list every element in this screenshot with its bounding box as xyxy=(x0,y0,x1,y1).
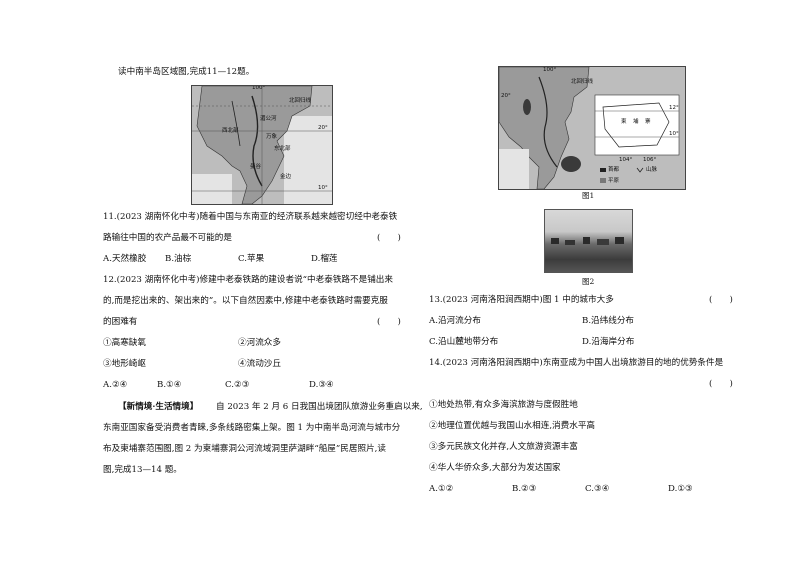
q12-option-d[interactable]: D.③④ xyxy=(309,380,334,390)
q12-item-3: ③地形崎岖 xyxy=(103,359,146,369)
context-line4: 图,完成13—14 题。 xyxy=(103,465,182,475)
q13-line1: 13.(2023 河南洛阳涧西期中)图 1 中的城市大多 xyxy=(429,295,614,305)
q11-option-d[interactable]: D.榴莲 xyxy=(311,254,338,264)
q11-option-a[interactable]: A.天然橡胶 xyxy=(103,254,147,264)
intro-11-12: 读中南半岛区域图,完成11—12题。 xyxy=(118,67,255,77)
q14-paren: ( ) xyxy=(709,379,733,389)
map2-cambodia-2: 埔 xyxy=(633,119,639,125)
q14-option-d[interactable]: D.①③ xyxy=(668,484,693,494)
q13-paren: ( ) xyxy=(709,295,733,305)
q14-option-b[interactable]: B.②③ xyxy=(512,484,537,494)
map2-lat-20: 20° xyxy=(501,93,511,99)
map1-bangkok: 曼谷 xyxy=(250,164,262,170)
map2-lat-12: 12° xyxy=(669,105,679,111)
map1-northwest: 西北部 xyxy=(222,128,239,134)
figure2-photo xyxy=(544,209,633,273)
context-line1: 自 2023 年 2 月 6 日我国出境团队旅游业务重启以来, xyxy=(216,402,423,412)
map2-lon-100: 100° xyxy=(543,67,557,73)
q11-line1: 11.(2023 湖南怀化中考)随着中国与东南亚的经济联系越来越密切经中老泰铁 xyxy=(103,212,398,222)
q14-item-4: ④华人华侨众多,大部分为发达国家 xyxy=(429,463,561,473)
q12-item-1: ①高寒缺氧 xyxy=(103,338,146,348)
q12-item-2: ②河流众多 xyxy=(238,338,281,348)
context-line3: 布及柬埔寨范围图,图 2 为柬埔寨洞公河流域洞里萨湖畔“船屋”民居照片,读 xyxy=(103,444,386,454)
q14-line1: 14.(2023 河南洛阳涧西期中)东南亚成为中国人出境旅游目的地的优势条件是 xyxy=(429,358,724,368)
q14-item-3: ③多元民族文化并存,人文旅游资源丰富 xyxy=(429,442,578,452)
map2-lon-106: 106° xyxy=(643,157,657,163)
q13-option-b[interactable]: B.沿纬线分布 xyxy=(582,316,635,326)
map1-vientiane: 万象 xyxy=(266,134,278,140)
map2-lon-104: 104° xyxy=(619,157,633,163)
photo-houses xyxy=(551,237,624,245)
map1-shapes xyxy=(192,86,332,204)
q13-option-c[interactable]: C.沿山麓地带分布 xyxy=(429,337,499,347)
figure2-caption: 图2 xyxy=(582,277,595,286)
map2-cambodia-3: 寨 xyxy=(645,119,651,125)
context-tag: 【新情境·生活情境】 xyxy=(118,402,199,412)
q11-line2: 路输往中国的农产品最不可能的是 xyxy=(103,233,232,243)
q12-option-b[interactable]: B.①④ xyxy=(157,380,182,390)
context-line2: 东南亚国家备受消费者青睐,多条线路密集上架。图 1 为中南半岛河流与城市分 xyxy=(103,423,401,433)
map1-tropic: 北回归线 xyxy=(289,98,312,104)
map1-lon-100: 100° xyxy=(252,85,266,91)
q13-option-d[interactable]: D.沿海岸分布 xyxy=(582,337,635,347)
figure1-map: 100° 北回归线 20° 12° 10° 104° 106° 柬 埔 寨 首都… xyxy=(498,66,686,190)
map1-phnompenh: 金边 xyxy=(280,174,292,180)
q12-option-a[interactable]: A.②④ xyxy=(103,380,128,390)
map1-northeast: 东北部 xyxy=(274,146,291,152)
q14-option-a[interactable]: A.①② xyxy=(429,484,454,494)
q13-option-a[interactable]: A.沿河流分布 xyxy=(429,316,481,326)
map2-cambodia-1: 柬 xyxy=(621,119,627,125)
q12-item-4: ④流动沙丘 xyxy=(238,359,281,369)
figure1-caption: 图1 xyxy=(582,191,595,200)
map2-shapes xyxy=(499,67,680,189)
map1-mekong: 湄公河 xyxy=(260,116,277,122)
indochina-map: 100° 北回归线 20° 10° 西北部 东北部 湄公河 曼谷 金边 万象 xyxy=(191,85,333,205)
q11-paren: ( ) xyxy=(377,233,401,243)
legend-mountain: 山脉 xyxy=(646,167,658,173)
q11-option-c[interactable]: C.苹果 xyxy=(238,254,265,264)
q11-option-b[interactable]: B.油棕 xyxy=(165,254,192,264)
q12-line1: 12.(2023 湖南怀化中考)修建中老泰铁路的建设者说“中老泰铁路不是铺出来 xyxy=(103,275,393,285)
q14-item-2: ②地理位置优越与我国山水相连,消费水平高 xyxy=(429,421,596,431)
map1-lat-20: 20° xyxy=(318,125,328,131)
q12-line2: 的,而是挖出来的、架出来的”。以下自然因素中,修建中老泰铁路时需要克服 xyxy=(103,296,388,306)
q14-item-1: ①地处热带,有众多海滨旅游与度假胜地 xyxy=(429,400,578,410)
map1-lat-10: 10° xyxy=(318,185,328,191)
legend-capital: 首都 xyxy=(608,167,620,173)
legend-plain: 平原 xyxy=(608,178,620,184)
q12-paren: ( ) xyxy=(377,317,401,327)
q12-option-c[interactable]: C.②③ xyxy=(225,380,250,390)
q12-line3: 的困难有 xyxy=(103,317,138,327)
map2-tropic: 北回归线 xyxy=(571,79,594,85)
map2-lat-10: 10° xyxy=(669,131,679,137)
q14-option-c[interactable]: C.③④ xyxy=(585,484,610,494)
